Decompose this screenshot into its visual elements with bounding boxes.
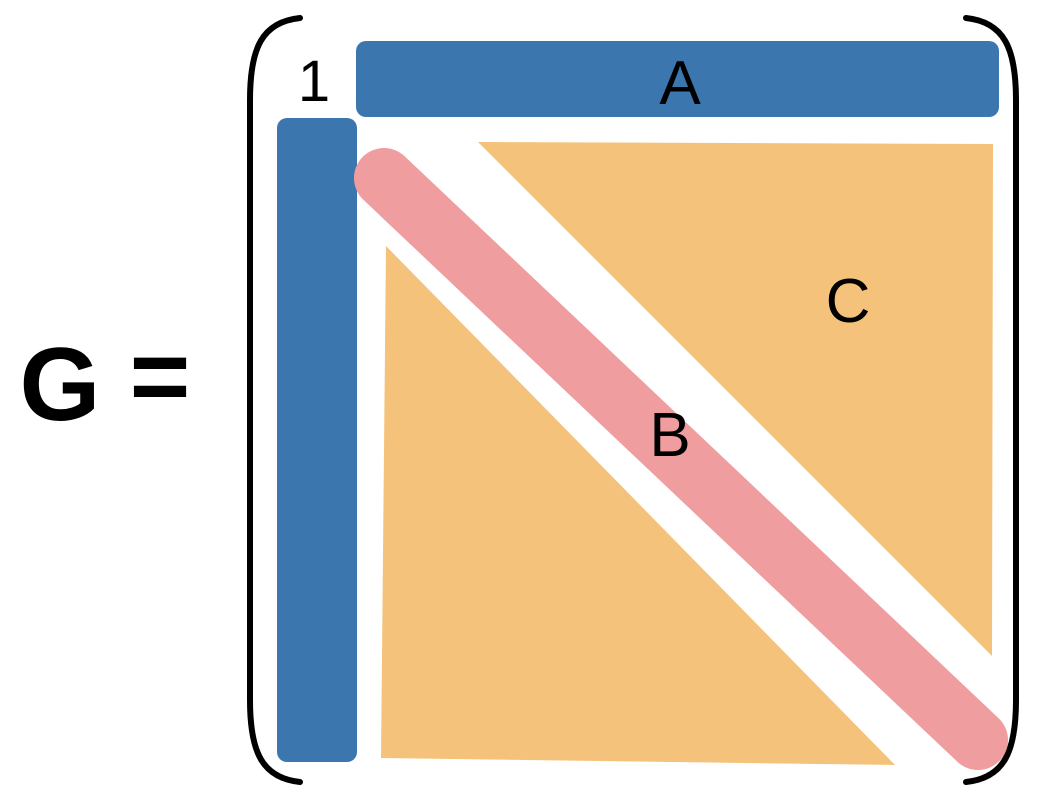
block-a-bar [356, 41, 999, 117]
lhs-symbol: G [20, 327, 101, 443]
corner-entry: 1 [298, 49, 330, 114]
block-a-label: A [659, 49, 701, 118]
lower-triangle [381, 246, 895, 765]
block-b-diagonal [354, 148, 1008, 770]
first-column-bar [277, 118, 357, 762]
left-bracket [247, 15, 303, 785]
equals-sign: = [130, 319, 191, 435]
block-c-label: C [826, 267, 871, 336]
block-b-label: B [649, 401, 690, 470]
block-c-upper-triangle [478, 142, 993, 656]
right-bracket [963, 15, 1019, 785]
